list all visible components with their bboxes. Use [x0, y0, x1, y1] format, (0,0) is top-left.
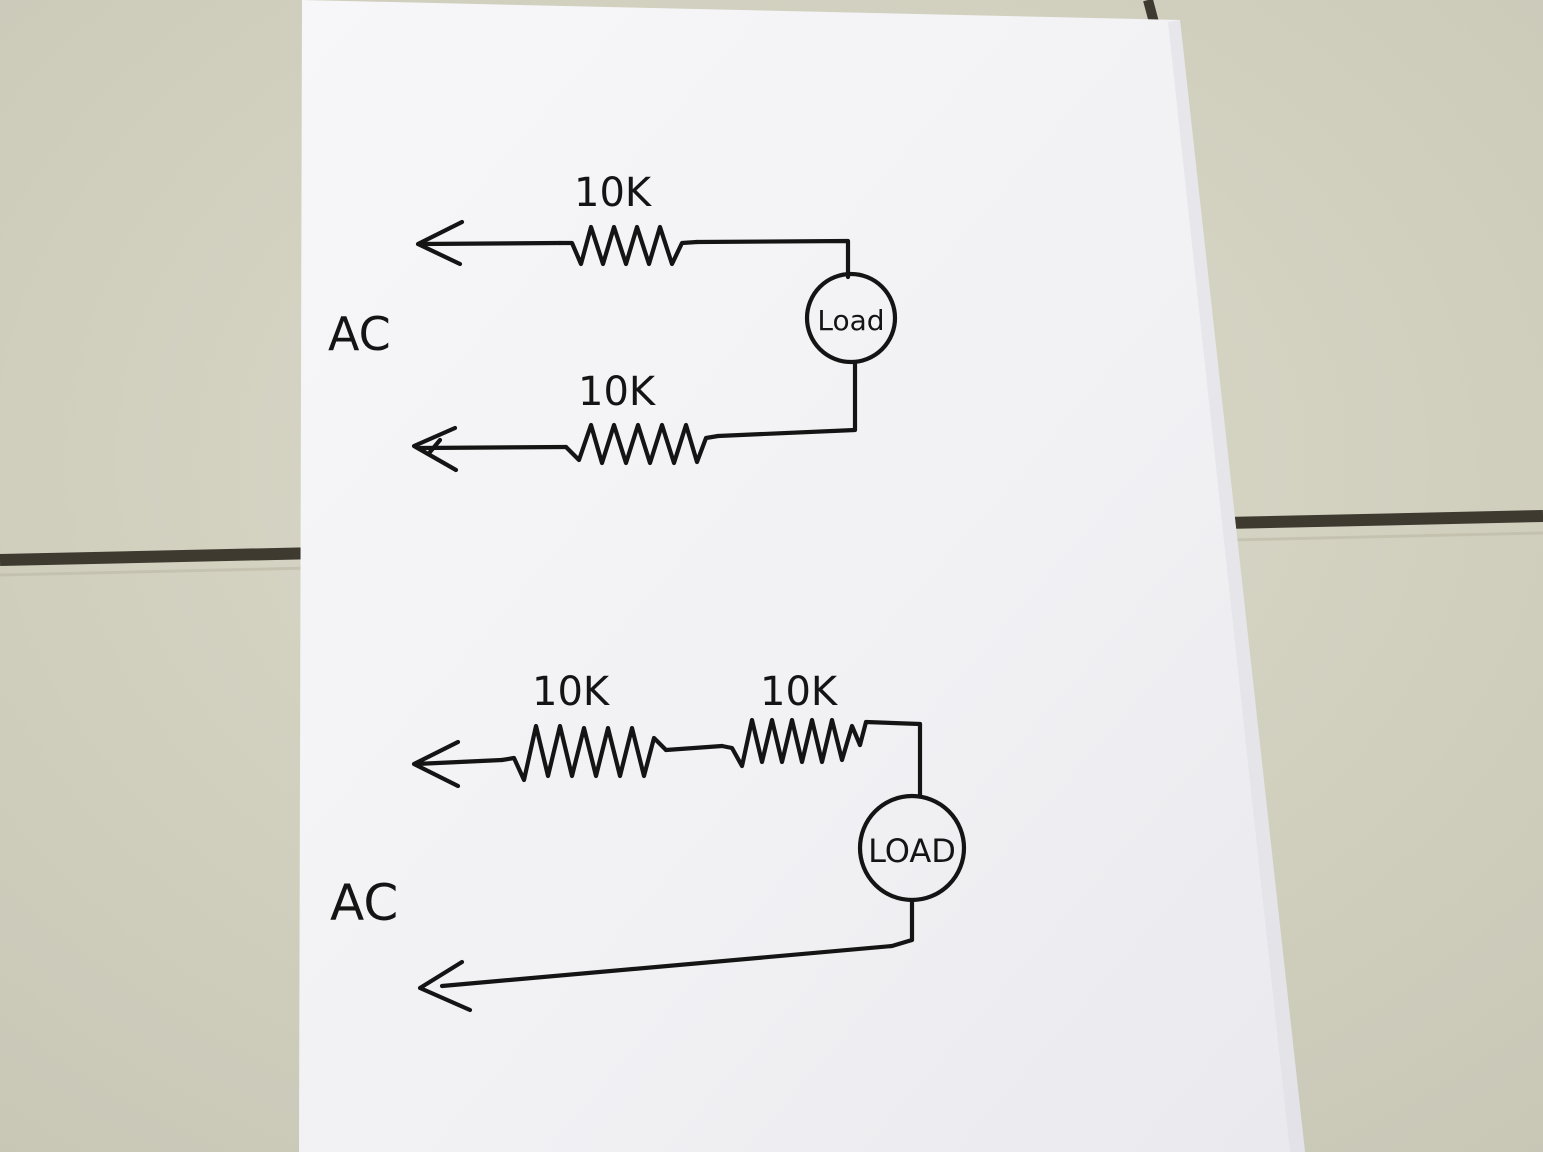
load-symbol — [804, 271, 898, 365]
arrow-icon — [411, 425, 459, 473]
arrow-icon — [417, 959, 473, 1013]
resistor-symbol — [557, 224, 700, 267]
load-label: Load — [817, 304, 884, 337]
grout-line — [0, 547, 321, 566]
paper-sheet — [299, 0, 1305, 1152]
source-label: AC — [328, 307, 391, 361]
wire — [857, 719, 923, 799]
wire — [663, 743, 725, 753]
resistor-symbol — [719, 717, 863, 769]
load-label: LOAD — [868, 832, 956, 870]
resistor-symbol — [499, 723, 669, 783]
circuit-diagram-1: 10K 10K Load AC — [328, 170, 898, 473]
resistor-label: 10K — [574, 170, 653, 216]
wire — [413, 757, 505, 767]
resistor-label: 10K — [760, 669, 839, 715]
wire — [715, 359, 858, 439]
wire — [694, 238, 851, 280]
wire — [417, 444, 569, 451]
wire — [417, 240, 563, 247]
resistor-label: 10K — [532, 669, 611, 715]
grout-line — [1224, 510, 1543, 529]
wire — [439, 897, 915, 989]
resistor-label: 10K — [578, 369, 657, 415]
source-label: AC — [330, 874, 398, 932]
resistor-symbol — [563, 422, 721, 466]
circuit-diagram-2: 10K 10K LOAD AC — [330, 669, 967, 1013]
